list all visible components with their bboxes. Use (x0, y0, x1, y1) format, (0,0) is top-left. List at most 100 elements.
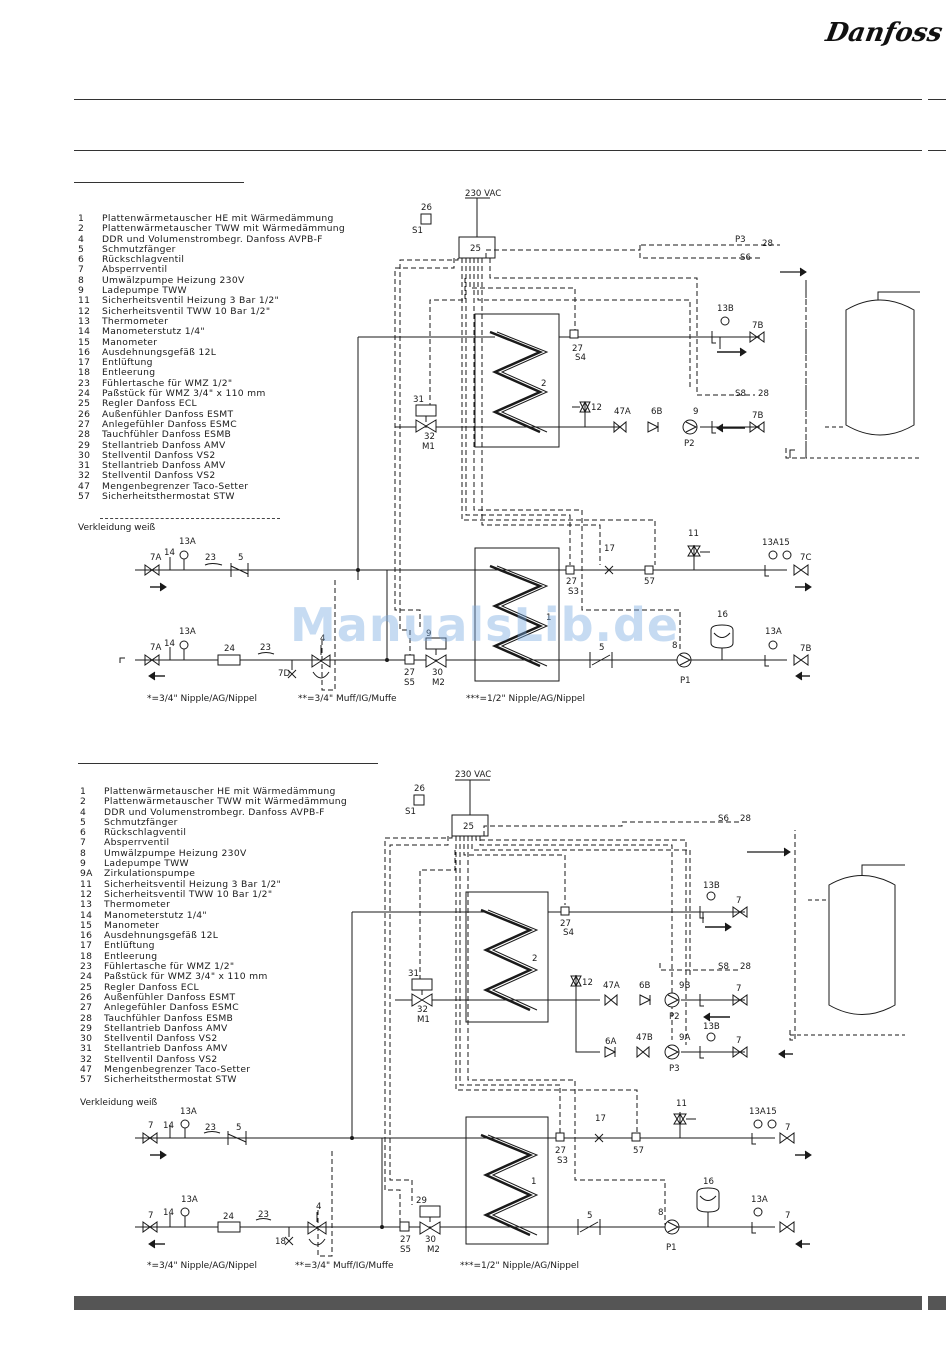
label2-5-top: 5 (236, 1123, 241, 1133)
legend-text: Regler Danfoss ECL (104, 981, 199, 993)
diagram1-title-rule (74, 182, 244, 183)
legend-text: DDR und Volumenstrombegr. Danfoss AVPB-F (102, 233, 323, 245)
legend-number: 15 (80, 919, 93, 931)
legend-number: 24 (78, 388, 91, 400)
legend-text: Außenfühler Danfoss ESMT (104, 991, 236, 1003)
label-57: 57 (644, 577, 655, 587)
header-rule-top (74, 99, 922, 100)
legend-text: Thermometer (104, 899, 171, 911)
legend-number: 32 (80, 1053, 93, 1065)
label2-s4-num: 27 (560, 919, 571, 929)
legend-text: Mengenbegrenzer Taco-Setter (104, 1064, 251, 1076)
legend-number: 11 (80, 878, 93, 890)
label-29: 9 (426, 629, 431, 639)
label2-p2: P2 (669, 1012, 680, 1022)
legend-text: Paßstück für WMZ 3/4" x 110 mm (104, 971, 268, 983)
label2-7-l1: 7 (148, 1121, 153, 1131)
label2-230vac: 230 VAC (455, 770, 491, 780)
label-230vac: 230 VAC (465, 189, 501, 199)
label-13a-bot: 13A (179, 627, 196, 637)
legend-number: 16 (78, 346, 91, 358)
legend-text: Sicherheitsventil TWW 10 Bar 1/2" (102, 305, 271, 317)
label2-p3: P3 (669, 1064, 680, 1074)
legend-text: Anlegefühler Danfoss ESMC (102, 418, 237, 430)
label2-31: 31 (408, 969, 419, 979)
legend-number: 8 (78, 274, 85, 286)
label-9: 9 (693, 407, 698, 417)
legend-text: Plattenwärmetauscher HE mit Wärmedämmung (104, 786, 336, 797)
legend-text: Umwälzpumpe Heizung 230V (104, 847, 247, 859)
label-7b-mid: 7B (752, 411, 763, 421)
legend-text: Manometer (102, 336, 158, 348)
legend-number: 12 (78, 305, 91, 317)
legend-text: Sicherheitsthermostat STW (102, 491, 235, 503)
label2-12: 12 (582, 978, 593, 988)
footer-tab (928, 1296, 946, 1310)
label2-hx-1: 1 (531, 1177, 536, 1187)
label2-s1: S1 (405, 807, 416, 817)
label2-14-top: 14 (163, 1121, 174, 1131)
legend-text: Stellventil Danfoss VS2 (102, 470, 216, 482)
label-7c: 7C (800, 553, 811, 563)
legend-number: 9 (80, 858, 87, 870)
label2-7-mid: 7 (736, 984, 741, 994)
legend-number: 28 (78, 429, 91, 441)
legend-text: DDR und Volumenstrombegr. Danfoss AVPB-F (104, 806, 325, 818)
legend-text: Fühlertasche für WMZ 1/2" (104, 961, 235, 973)
label2-7-r1: 7 (785, 1123, 790, 1133)
legend-text: Manometerstutz 1/4" (104, 909, 207, 921)
legend-number: 1 (80, 786, 87, 797)
label2-24: 24 (223, 1212, 234, 1222)
label-6b: 6B (651, 407, 662, 417)
legend-text: Rückschlagventil (104, 827, 187, 839)
legend-text: Entlüftung (104, 940, 155, 952)
diagram1-cover-note: Verkleidung weiß (78, 523, 156, 533)
hx-tww-2 (465, 891, 549, 1023)
label-14-bot: 14 (164, 639, 175, 649)
legend-number: 31 (80, 1043, 93, 1055)
legend-text: Schmutzfänger (104, 816, 178, 828)
legend-number: 17 (80, 940, 93, 952)
legend-item: 12 Sicherheitsventil TWW 10 Bar 1/2" (78, 305, 345, 317)
label-4: 4 (320, 634, 325, 644)
label2-9a: 9A (679, 1033, 690, 1043)
legend-text: Rückschlagventil (102, 254, 185, 266)
hx-he (474, 547, 560, 682)
legend-number: 25 (80, 981, 93, 993)
label-s4-num: 27 (572, 344, 583, 354)
legend-number: 7 (80, 837, 87, 849)
label2-17: 17 (595, 1114, 606, 1124)
legend-number: 31 (78, 460, 91, 472)
legend-number: 9A (80, 868, 93, 880)
legend-number: 23 (80, 961, 93, 973)
label-p1: P1 (680, 676, 691, 686)
legend-text: Paßstück für WMZ 3/4" x 110 mm (102, 388, 266, 400)
legend-text: Schmutzfänger (102, 243, 176, 255)
label-s1: S1 (412, 226, 423, 236)
label-7a-bot: 7A (150, 643, 161, 653)
label2-hx-2: 2 (532, 954, 537, 964)
label-s3-num: 27 (566, 577, 577, 587)
label2-13a-bot: 13A (181, 1195, 198, 1205)
label-m2: M2 (432, 678, 445, 688)
legend-number: 30 (78, 449, 91, 461)
label2-6b: 6B (639, 981, 650, 991)
label2-30: 30 (425, 1235, 436, 1245)
label2-s5-num: 27 (400, 1235, 411, 1245)
legend-text: Sicherheitsthermostat STW (104, 1074, 237, 1086)
label2-p1: P1 (666, 1243, 677, 1253)
legend-number: 25 (78, 398, 91, 410)
